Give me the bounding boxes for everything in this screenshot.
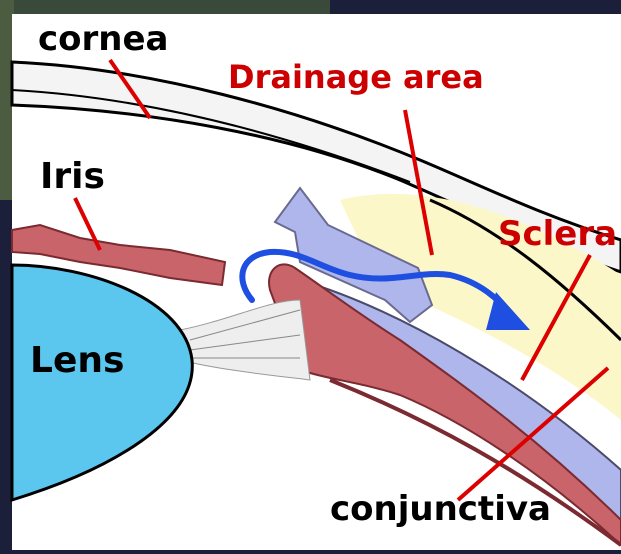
- label-cornea: cornea: [38, 19, 169, 59]
- label-lens: Lens: [30, 340, 124, 381]
- label-conjunctiva: conjunctiva: [330, 489, 551, 529]
- label-sclera: Sclera: [498, 214, 617, 254]
- label-iris: Iris: [40, 156, 105, 197]
- label-drainage-area: Drainage area: [228, 58, 484, 96]
- top-photo-strip: [0, 0, 330, 14]
